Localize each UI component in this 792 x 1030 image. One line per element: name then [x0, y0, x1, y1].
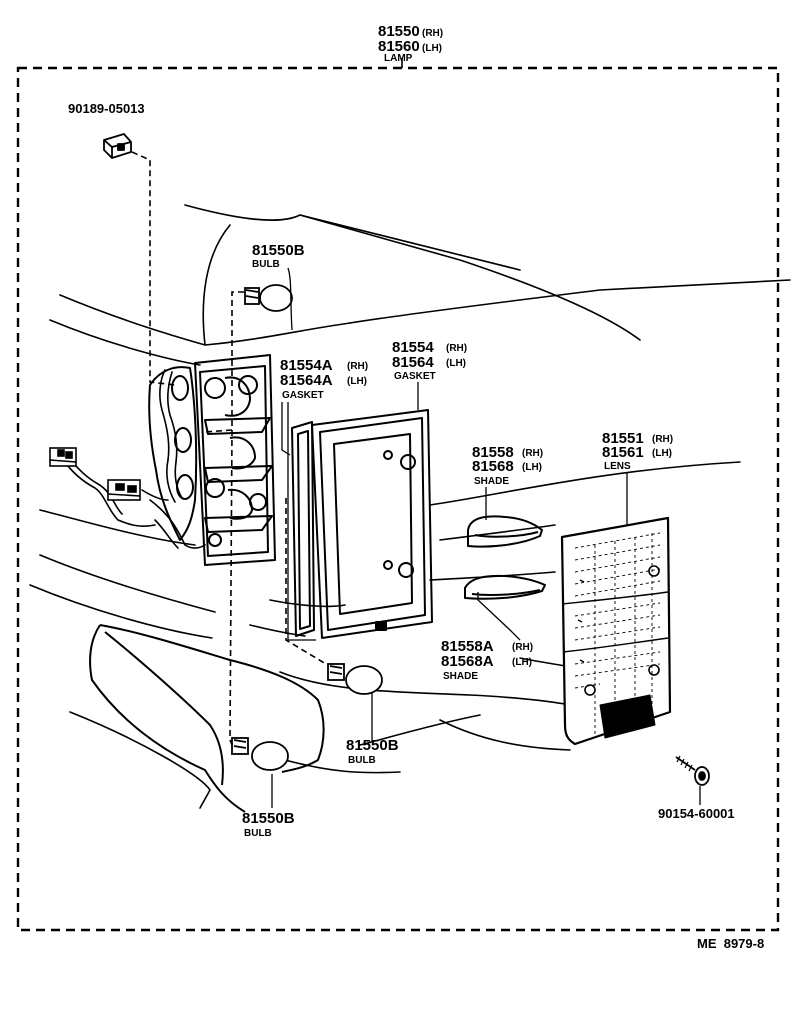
- shade-lower-part: [464, 574, 546, 600]
- gasket-inner-name: GASKET: [282, 390, 324, 401]
- shade-upper-lh-suffix: (LH): [522, 462, 542, 473]
- gasket-inner-label: 81554A (RH) 81564A (LH) GASKET: [280, 357, 368, 401]
- shade-upper-name: SHADE: [474, 476, 509, 487]
- bulb-mid-part: [327, 663, 383, 695]
- screw-number: 90154-60001: [658, 806, 735, 821]
- gasket-outer-rh-suffix: (RH): [446, 343, 467, 354]
- lens-lh-number: 81561: [602, 444, 644, 461]
- shade-upper-rh-suffix: (RH): [522, 448, 543, 459]
- bulb-mid-name: BULB: [348, 755, 376, 766]
- gasket-outer-part: [311, 409, 433, 639]
- assembly-name: LAMP: [384, 53, 413, 64]
- lens-rh-number: 81551: [602, 430, 644, 447]
- diagram-reference-code: ME 8979-8: [697, 936, 764, 951]
- gasket-outer-name: GASKET: [394, 371, 436, 382]
- gasket-outer-lh-suffix: (LH): [446, 358, 466, 369]
- lens-part: [560, 516, 672, 746]
- screw-part: [675, 755, 710, 786]
- lens-name: LENS: [604, 461, 631, 472]
- assembly-lh-suffix: (LH): [422, 43, 442, 54]
- gasket-outer-label: 81554 (RH) 81564 (LH) GASKET: [392, 339, 467, 382]
- gasket-inner-lh-number: 81564A: [280, 372, 333, 389]
- bulb-bottom-part: [231, 737, 289, 771]
- clip-number: 90189-05013: [68, 101, 145, 116]
- shade-upper-lh-number: 81568: [472, 458, 514, 475]
- gasket-outer-lh-number: 81564: [392, 354, 434, 371]
- assembly-boundary: [16, 66, 780, 932]
- lamp-housing: [148, 354, 276, 566]
- shade-lower-lh-number: 81568A: [441, 653, 494, 670]
- bulb-bottom-number: 81550B: [242, 810, 295, 827]
- wiring-harness: [61, 369, 206, 549]
- bulb-mid-label: 81550B BULB: [346, 737, 399, 766]
- screw-label: 90154-60001: [658, 806, 735, 821]
- lens-rh-suffix: (RH): [652, 434, 673, 445]
- clip-leader: [131, 151, 176, 386]
- shade-lower-label: 81558A (RH) 81568A (LH) SHADE: [441, 638, 533, 682]
- bulb-top-part: [244, 284, 293, 312]
- lens-label: 81551 (RH) 81561 (LH) LENS: [602, 430, 673, 472]
- connector-b: [107, 479, 141, 501]
- bulb-top-label: 81550B BULB: [252, 242, 305, 270]
- bulb-install-paths: [204, 291, 327, 746]
- shade-lower-name: SHADE: [443, 671, 478, 682]
- assembly-label: 81550 (RH) 81560 (LH) LAMP: [378, 23, 443, 64]
- shade-lower-lh-suffix: (LH): [512, 657, 532, 668]
- assembly-rh-suffix: (RH): [422, 28, 443, 39]
- clip-part: [103, 133, 132, 159]
- shade-lower-rh-suffix: (RH): [512, 642, 533, 653]
- connector-a: [49, 447, 77, 467]
- shade-upper-rh-number: 81558: [472, 444, 514, 461]
- gasket-inner-rh-suffix: (RH): [347, 361, 368, 372]
- bulb-top-number: 81550B: [252, 242, 305, 259]
- gasket-outer-rh-number: 81554: [392, 339, 434, 356]
- assembly-lh-number: 81560: [378, 38, 420, 55]
- bulb-top-name: BULB: [252, 259, 280, 270]
- shade-upper-label: 81558 (RH) 81568 (LH) SHADE: [472, 444, 543, 487]
- bulb-bottom-label: 81550B BULB: [242, 810, 295, 839]
- bulb-bottom-name: BULB: [244, 828, 272, 839]
- bumper: [89, 624, 325, 813]
- gasket-inner-part: [291, 421, 315, 637]
- gasket-inner-rh-number: 81554A: [280, 357, 333, 374]
- lens-lh-suffix: (LH): [652, 448, 672, 459]
- shade-lower-rh-number: 81558A: [441, 638, 494, 655]
- gasket-inner-lh-suffix: (LH): [347, 376, 367, 387]
- shade-upper-part: [467, 515, 543, 548]
- bulb-mid-number: 81550B: [346, 737, 399, 754]
- leader-lines: [271, 267, 701, 808]
- clip-label: 90189-05013: [68, 101, 145, 116]
- assembly-rh-number: 81550: [378, 23, 420, 40]
